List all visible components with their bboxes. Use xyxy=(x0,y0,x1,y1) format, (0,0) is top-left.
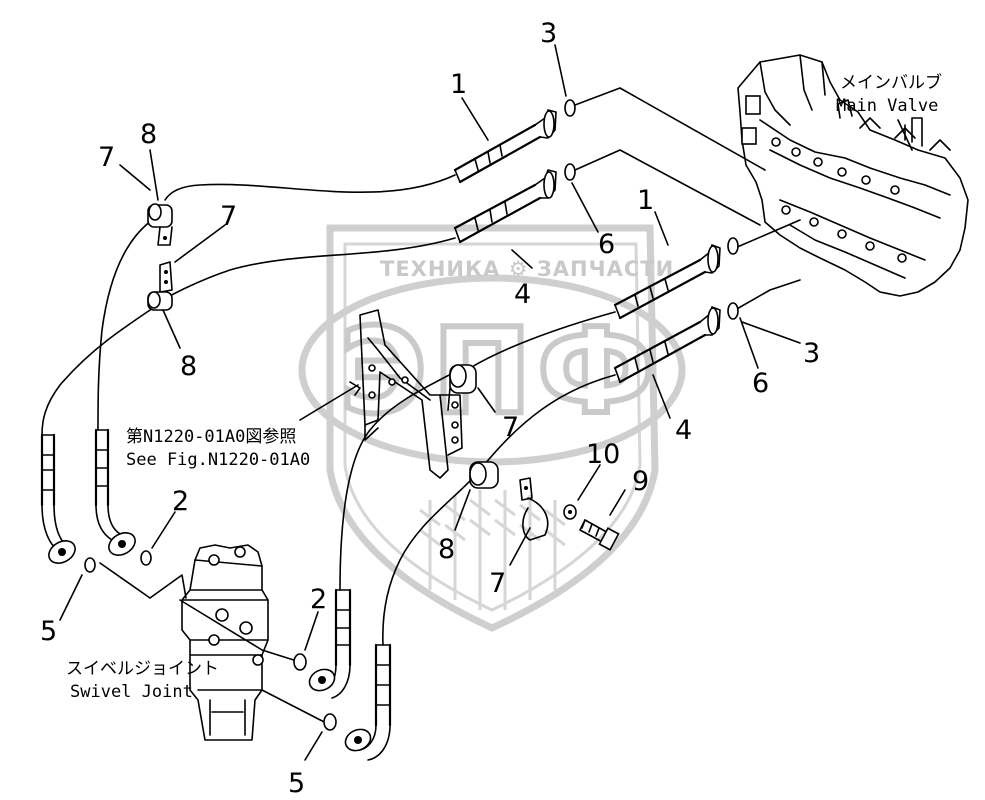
callout-8-top: 8 xyxy=(140,119,157,150)
callout-7-center: 7 xyxy=(502,412,519,443)
o-rings xyxy=(84,99,739,731)
leader-lines xyxy=(59,44,913,761)
callout-5-left: 5 xyxy=(40,616,57,647)
bolt-9 xyxy=(579,519,620,551)
callout-8-lower: 8 xyxy=(438,534,455,565)
callout-5-lower: 5 xyxy=(288,768,305,799)
callout-8-mid-left: 8 xyxy=(180,351,197,382)
hose-lower-a xyxy=(308,371,456,699)
swivel-joint-label-en: Swivel Joint xyxy=(70,682,193,702)
callout-9: 9 xyxy=(632,466,649,497)
callout-1-mid: 1 xyxy=(637,185,654,216)
clamp-upper-left xyxy=(147,203,173,246)
clamp-lower xyxy=(469,461,549,541)
callout-10: 10 xyxy=(586,439,620,470)
callout-3-right: 3 xyxy=(803,338,820,369)
hose-left-outer xyxy=(40,299,166,564)
callout-7-mid-left: 7 xyxy=(220,201,237,232)
hose-upper-1 xyxy=(164,109,557,201)
callout-7-top: 7 xyxy=(98,142,115,173)
swivel-joint-label-jp: スイベルジョイント xyxy=(66,659,219,679)
valve-connection-lines xyxy=(99,87,801,726)
watermark-shield: ТЕХНИКА ⚙ ЗАПЧАСТИ ЭПФ xyxy=(298,224,686,632)
reference-label-jp: 第N1220-01A0図参照 xyxy=(126,427,296,447)
callout-7-lower: 7 xyxy=(489,568,506,599)
callout-3-top: 3 xyxy=(540,18,557,49)
main-valve-label-jp: メインバルブ xyxy=(840,72,942,93)
swivel-joint xyxy=(149,544,269,741)
washer-10 xyxy=(563,504,577,520)
callout-1-upper: 1 xyxy=(450,69,467,100)
callout-4-mid: 4 xyxy=(675,415,692,446)
callout-2-lower: 2 xyxy=(310,584,327,615)
callout-2-left: 2 xyxy=(172,486,189,517)
wheat-ornament xyxy=(419,490,566,610)
callout-4-upper: 4 xyxy=(514,279,531,310)
watermark-brand-text: ТЕХНИКА ⚙ ЗАПЧАСТИ xyxy=(380,257,674,281)
hose-left-inner xyxy=(94,214,161,556)
watermark-logo-letters: ЭПФ xyxy=(340,302,660,440)
clamp-center xyxy=(447,364,477,411)
reference-label-en: See Fig.N1220-01A0 xyxy=(126,450,310,470)
hose-upper-4 xyxy=(159,169,557,303)
main-valve-label-en: Main Valve xyxy=(836,96,938,116)
hose-lower-b xyxy=(344,643,392,761)
main-valve xyxy=(737,54,969,297)
hose-mid-1 xyxy=(469,244,721,369)
center-bracket xyxy=(359,309,463,479)
clamp-mid-left xyxy=(147,261,173,311)
callout-6-lower: 6 xyxy=(752,368,769,399)
callout-6-upper: 6 xyxy=(598,229,615,260)
hose-mid-4 xyxy=(382,306,721,646)
